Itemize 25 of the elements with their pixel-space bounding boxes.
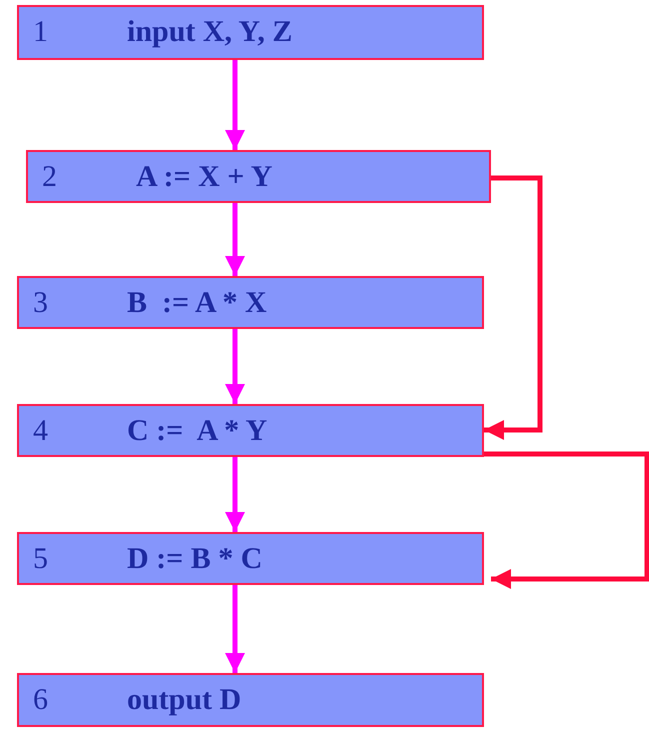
arrow bbox=[484, 452, 649, 589]
process-box bbox=[17, 532, 484, 585]
statement-text: A := X + Y bbox=[136, 160, 272, 194]
statement-text: B := A * X bbox=[127, 286, 267, 320]
arrow bbox=[225, 329, 245, 404]
arrow bbox=[225, 585, 245, 673]
statement-text: output D bbox=[127, 683, 242, 717]
arrow bbox=[225, 457, 245, 532]
step-number: 3 bbox=[33, 286, 48, 320]
step-number: 1 bbox=[33, 15, 48, 49]
process-box bbox=[17, 404, 484, 457]
statement-text: input X, Y, Z bbox=[127, 15, 292, 49]
arrow bbox=[484, 176, 542, 440]
step-number: 5 bbox=[33, 542, 48, 576]
arrow bbox=[225, 203, 245, 276]
process-box bbox=[26, 150, 491, 203]
process-box bbox=[17, 673, 484, 727]
process-box bbox=[17, 276, 484, 329]
arrow bbox=[225, 60, 245, 150]
step-number: 4 bbox=[33, 414, 48, 448]
step-number: 2 bbox=[42, 160, 57, 194]
process-box bbox=[17, 5, 484, 60]
statement-text: C := A * Y bbox=[127, 414, 268, 448]
step-number: 6 bbox=[33, 683, 48, 717]
statement-text: D := B * C bbox=[127, 542, 262, 576]
